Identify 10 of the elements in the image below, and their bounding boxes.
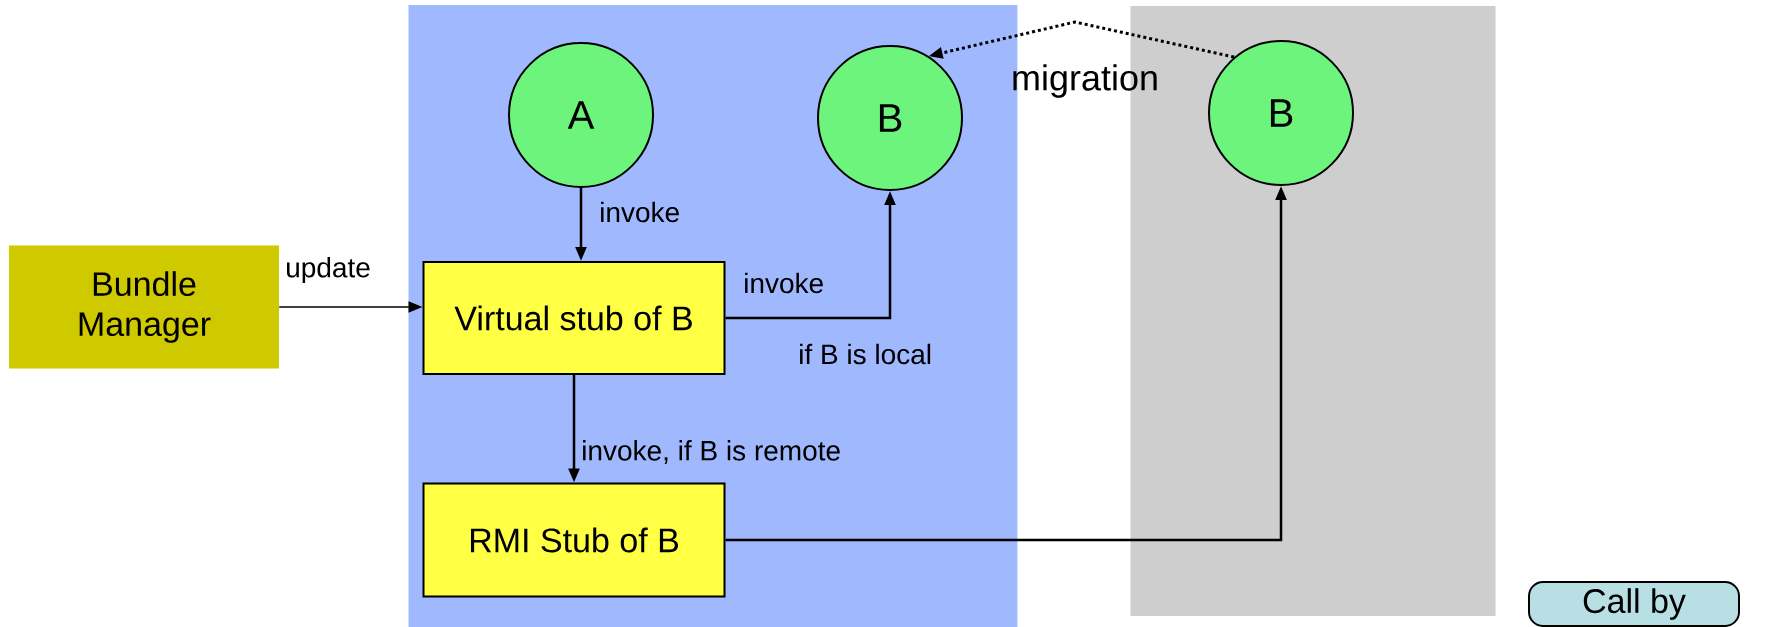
condition-label: if B is local: [800, 343, 931, 365]
stub-box: Virtual stub of B: [422, 261, 726, 375]
callout-box: Call by: [1528, 581, 1740, 627]
edge-label: update: [287, 256, 370, 284]
manager-box: Bundle Manager: [9, 245, 279, 369]
edge-label: invoke, if B is remote: [583, 440, 840, 464]
stub-box: RMI Stub of B: [422, 482, 726, 598]
edge-label: migration: [1013, 64, 1157, 98]
edge-label: invoke: [601, 201, 679, 223]
edge-label: invoke: [745, 272, 823, 294]
